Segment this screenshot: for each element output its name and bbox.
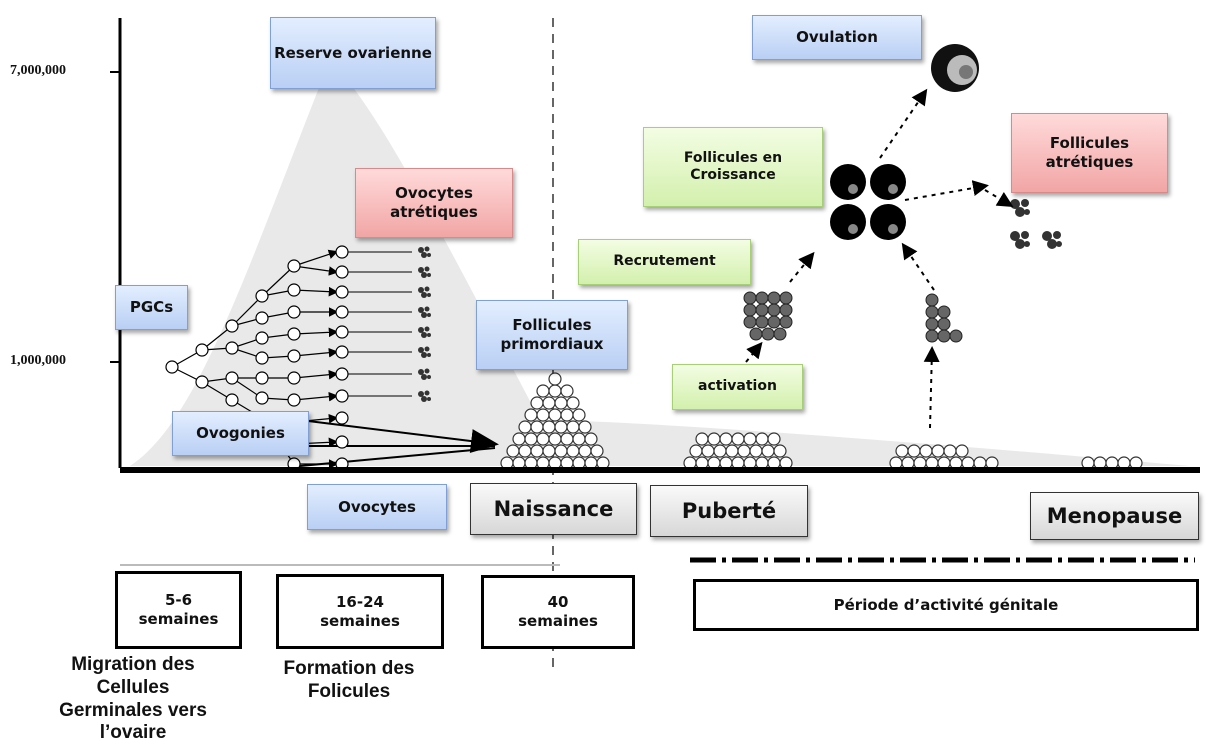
period-16-24-weeks: 16-24 semaines: [276, 574, 444, 649]
recruited-follicles-cluster-2: [925, 293, 963, 343]
label-ovocytes: Ovocytes: [307, 484, 447, 530]
label-reserve-ovarienne: Reserve ovarienne: [270, 17, 436, 89]
follicle-pyramid-adult: [889, 444, 999, 470]
process-arrows: [745, 88, 1014, 429]
period-5-6-weeks: 5-6 semaines: [115, 571, 242, 649]
label-recrutement: Recrutement: [578, 239, 751, 285]
y-tick-label-7m: 7,000,000: [10, 63, 66, 78]
ovulated-oocyte: [931, 44, 979, 92]
label-follicules-primordiaux: Follicules primordiaux: [476, 300, 628, 370]
period-40-weeks: 40 semaines: [481, 575, 635, 649]
label-follicules-atretiques: Follicules atrétiques: [1011, 113, 1168, 193]
recruited-follicles-cluster: [743, 291, 793, 341]
stage-puberte: Puberté: [650, 485, 808, 537]
atretic-follicles-right: [1010, 199, 1062, 249]
caption-formation: Formation des Folicules: [283, 658, 415, 702]
y-tick-label-1m: 1,000,000: [10, 353, 66, 368]
growing-follicles: [830, 164, 906, 240]
follicle-row-menopause: [1081, 456, 1143, 470]
label-ovocytes-atretiques: Ovocytes atrétiques: [355, 168, 513, 238]
follicle-pyramid-puberty: [683, 432, 793, 470]
reserve-area: [130, 60, 1190, 466]
stage-naissance: Naissance: [470, 483, 637, 535]
label-follicules-en-croissance: Follicules en Croissance: [643, 127, 823, 207]
atretic-oocyte-icons: [418, 246, 431, 402]
period-activite-genitale: Période d’activité génitale: [693, 579, 1199, 631]
label-pgcs: PGCs: [115, 285, 188, 330]
label-ovogonies: Ovogonies: [172, 411, 309, 456]
stage-menopause: Menopause: [1030, 492, 1199, 540]
label-ovulation: Ovulation: [752, 15, 922, 60]
follicle-pyramid-birth: [500, 372, 610, 470]
label-activation: activation: [672, 364, 803, 410]
caption-migration: Migration des Cellules Germinales vers l…: [59, 654, 207, 744]
